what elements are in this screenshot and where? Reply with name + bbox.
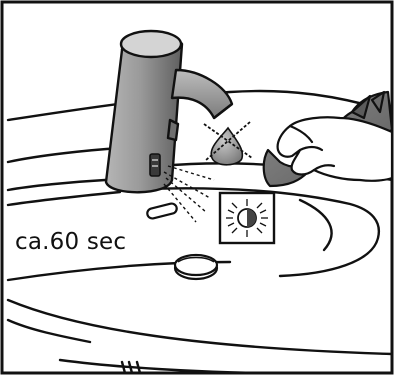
duration-label: ca.60 sec — [12, 228, 129, 256]
drain-icon — [175, 255, 217, 279]
hand-icon — [278, 117, 392, 181]
sensor-light-icon — [220, 193, 274, 243]
